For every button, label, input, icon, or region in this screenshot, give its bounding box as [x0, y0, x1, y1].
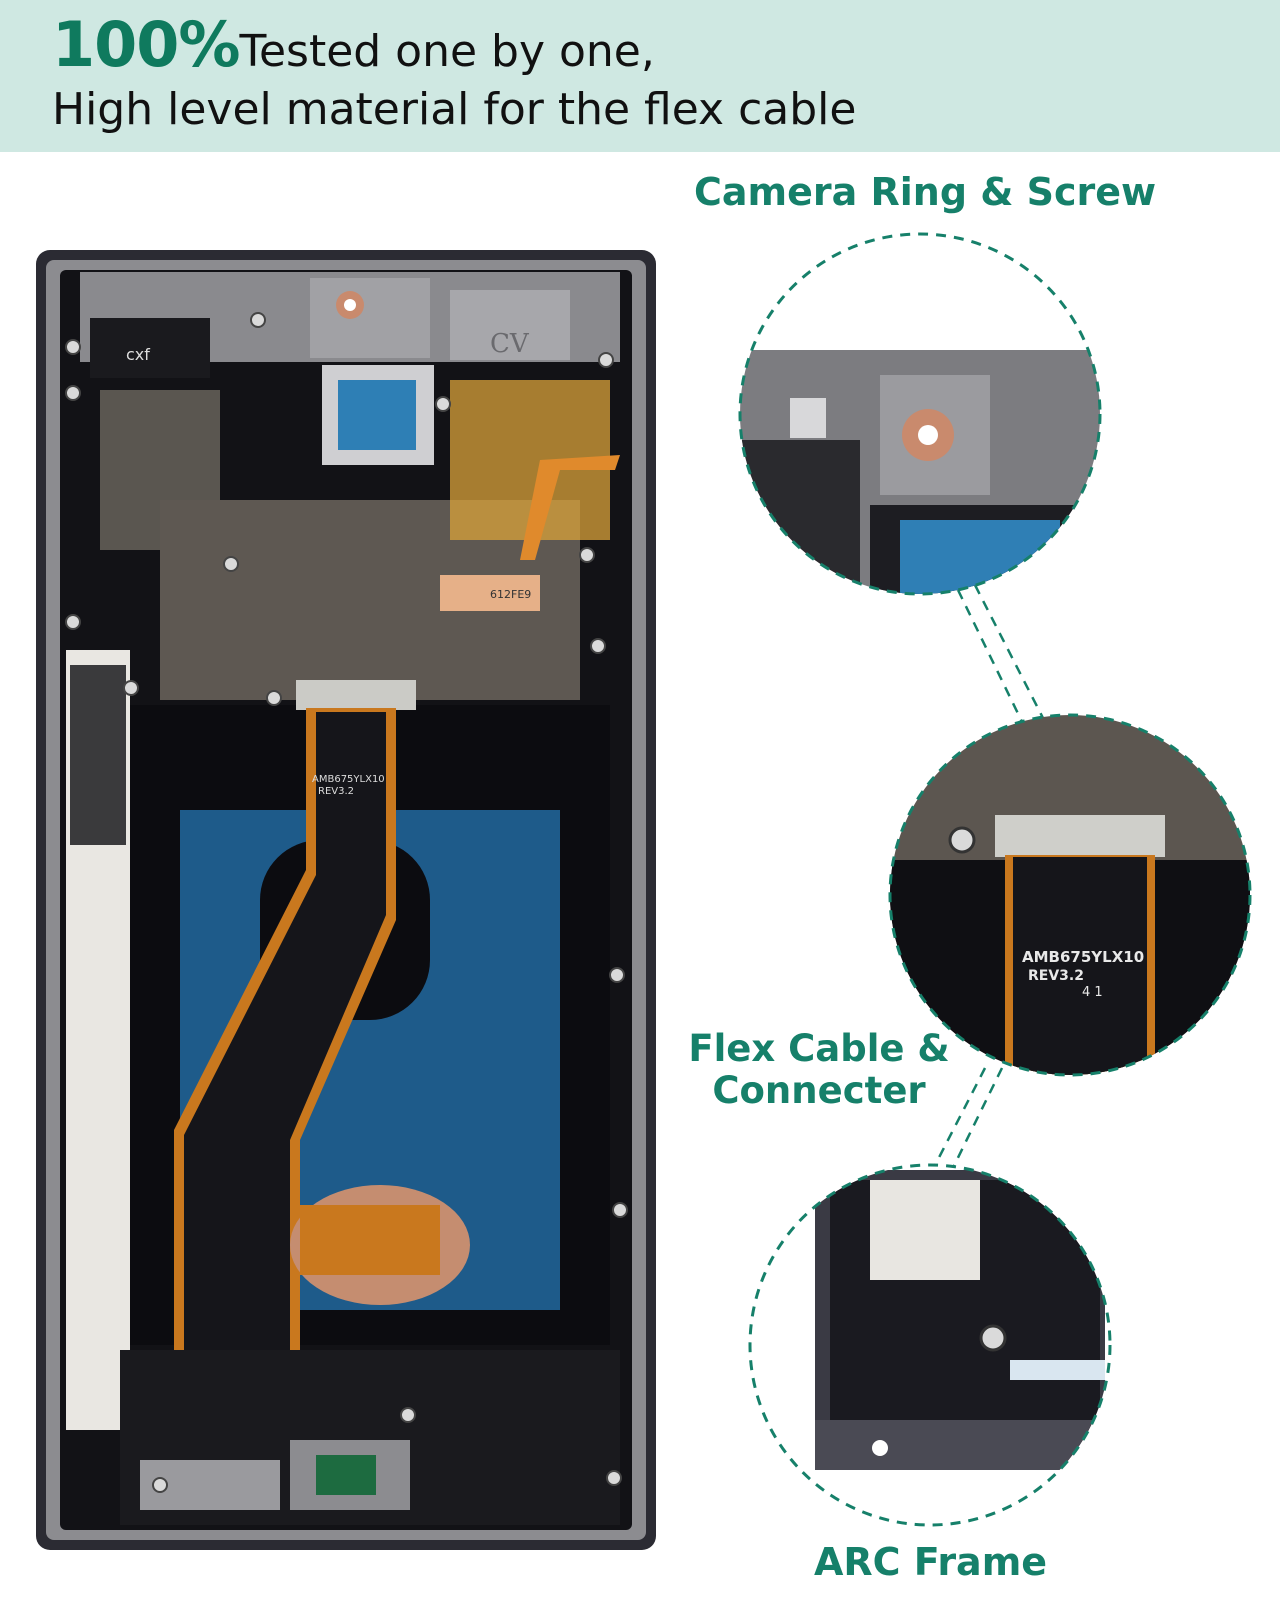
flex-pins: 4 1: [1082, 985, 1103, 1000]
headline-subline: High level material for the flex cable: [52, 84, 857, 135]
zoom-flex-connector: AMB675YLX10 REV3.2 4 1: [888, 713, 1252, 1077]
headline: 100%Tested one by one,: [52, 14, 655, 76]
flex-tag: 612FE9: [490, 588, 531, 601]
header-banner: [0, 0, 1280, 152]
sticker-cv: CV: [490, 329, 530, 359]
callout-camera-ring: Camera Ring & Screw: [694, 170, 1157, 214]
flex-code: AMB675YLX10: [1022, 948, 1144, 966]
zoom-camera-ring: [738, 232, 1102, 596]
connector-lines: [928, 584, 1047, 1179]
sticker-cxf: cxf: [126, 345, 150, 364]
zoom-arc-frame: [748, 1163, 1112, 1527]
callout-flex-line1: Flex Cable &: [688, 1027, 950, 1070]
flex-code-small: AMB675YLX10: [312, 774, 385, 785]
phone-display-assembly: CV cxf 612FE9 AMB675YLX10 REV3.2: [36, 250, 656, 1550]
flex-rev-small: REV3.2: [318, 786, 354, 797]
flex-rev: REV3.2: [1028, 968, 1084, 984]
headline-text: Tested one by one,: [239, 26, 655, 77]
callout-arc-frame: ARC Frame: [814, 1540, 1048, 1584]
callout-flex-cable: Flex Cable & Connecter: [684, 1028, 954, 1112]
headline-percent: 100%: [52, 8, 241, 81]
callout-flex-line2: Connecter: [712, 1069, 926, 1112]
